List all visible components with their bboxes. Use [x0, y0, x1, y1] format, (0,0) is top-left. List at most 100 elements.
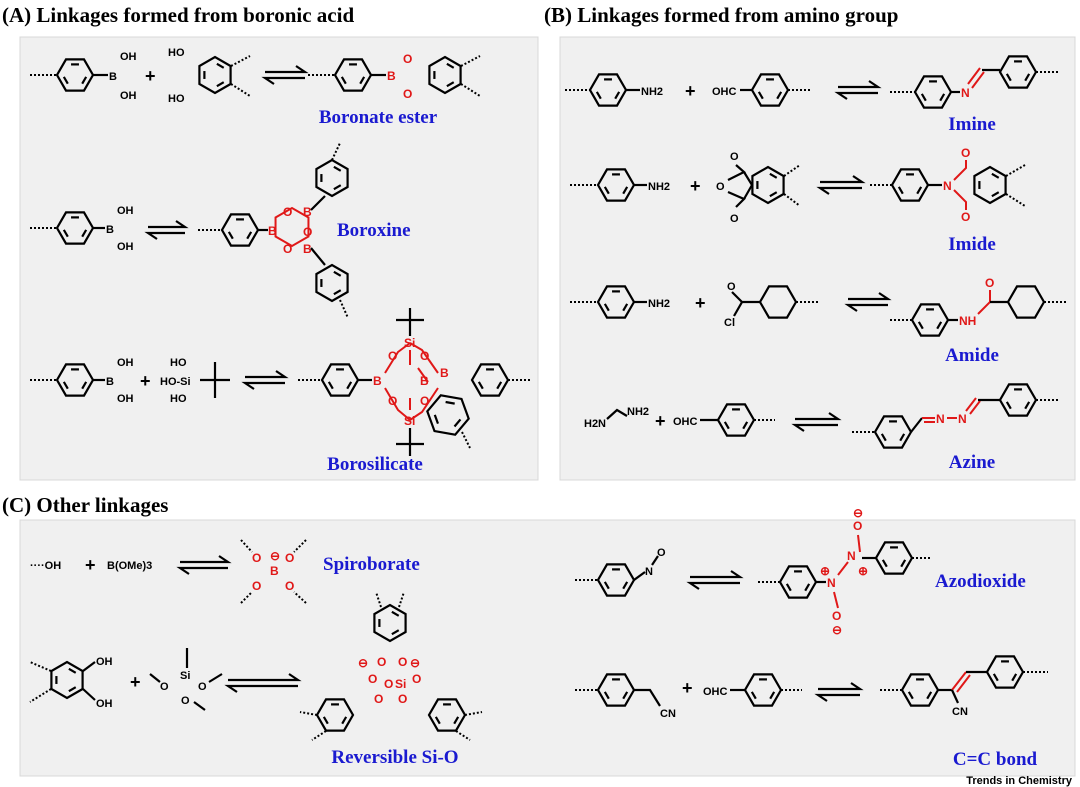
benzene-ring [333, 58, 373, 92]
reaction-reversible-si-o: OH OH + Si O O O O Si O O O O O O ⊖ ⊖ Re… [29, 591, 483, 768]
atom-label: O [384, 677, 393, 691]
benzene-ring [716, 403, 756, 437]
cyclohexane-ring [758, 285, 798, 319]
benzene-ring [778, 565, 818, 599]
charge-label: ⊖ [853, 506, 863, 520]
benzene-ring [913, 75, 953, 109]
plus-sign: + [690, 176, 701, 196]
borosilicate-cage [384, 342, 439, 421]
benzene-ring [900, 673, 940, 707]
atom-label: O [961, 146, 970, 160]
atom-label: NH2 [648, 181, 670, 193]
atom-label: OH [117, 393, 134, 405]
plus-sign: + [85, 555, 96, 575]
atom-label: B [387, 69, 396, 83]
equilibrium-arrow [791, 412, 842, 432]
linkage-label: Reversible Si-O [331, 747, 458, 768]
panel-a-background [19, 36, 539, 481]
atom-label: O [420, 394, 429, 408]
linkage-label: Azine [949, 452, 995, 473]
atom-label: HO [168, 93, 185, 105]
atom-label: N [827, 576, 836, 590]
atom-label: O [377, 655, 386, 669]
atom-label: B [106, 224, 114, 236]
atom-label: O [403, 52, 412, 66]
atom-label: O [285, 579, 294, 593]
benzene-ring [973, 165, 1007, 205]
equilibrium-arrow [686, 570, 744, 590]
atom-label: Si [180, 670, 190, 682]
atom-label: B [268, 224, 277, 238]
atom-label: Si [404, 336, 415, 350]
benzene-ring [50, 660, 84, 700]
atom-label: ····OH [30, 560, 61, 572]
atom-label: HO-Si [160, 376, 191, 388]
atom-label: O [403, 87, 412, 101]
imide-bonds [953, 160, 967, 210]
dotted-bonds [299, 591, 483, 741]
atom-label: N [961, 86, 970, 100]
benzene-ring [198, 55, 232, 95]
reaction-boronate-ester: B OH OH + HO HO B O O Boronate ester [30, 47, 481, 128]
atom-label: O [181, 695, 190, 707]
atom-label: O [283, 205, 292, 219]
atom-label: O [398, 692, 407, 706]
atom-label: O [730, 151, 739, 163]
atom-label: Si [404, 414, 415, 428]
bond [634, 688, 661, 707]
atom-label: B(OMe)3 [107, 560, 152, 572]
benzene-ring [220, 213, 260, 247]
atom-label: OHC [712, 86, 737, 98]
benzene-ring [320, 363, 360, 397]
atom-label: O [368, 672, 377, 686]
atom-label: O [420, 349, 429, 363]
atom-label: B [440, 366, 449, 380]
panel-a-title: (A) Linkages formed from boronic acid [2, 3, 354, 27]
benzene-ring [910, 303, 950, 337]
atom-label: NH2 [648, 298, 670, 310]
atom-label: O [853, 519, 862, 533]
benzene-ring [470, 363, 510, 397]
atom-label: Cl [724, 317, 735, 329]
plus-sign: + [140, 371, 151, 391]
panel-b-title: (B) Linkages formed from amino group [544, 3, 898, 27]
atom-label: O [374, 692, 383, 706]
atom-label: O [398, 655, 407, 669]
equilibrium-arrow [224, 673, 302, 693]
reaction-azodioxide: N O N ⊕ N ⊕ O ⊖ O ⊖ Azodioxide [575, 506, 1026, 637]
equilibrium-arrow [144, 220, 189, 240]
reaction-amide: NH2 + O Cl NH O Amide [570, 276, 1068, 366]
atom-label: O [961, 210, 970, 224]
equilibrium-arrow [241, 370, 289, 390]
atom-label: N [936, 412, 945, 426]
tert-butyl-group [396, 308, 424, 336]
benzene-ring [743, 673, 783, 707]
atom-label: B [303, 205, 312, 219]
atom-label: CN [660, 708, 676, 720]
benzene-ring [890, 168, 930, 202]
benzene-ring [998, 383, 1038, 417]
benzene-ring [873, 415, 913, 449]
atom-label: H2N [584, 418, 606, 430]
benzene-ring [426, 394, 470, 436]
benzene-ring [985, 655, 1025, 689]
atom-label: B [109, 71, 117, 83]
benzene-ring [596, 563, 636, 597]
plus-sign: + [685, 81, 696, 101]
atom-label: N [645, 566, 653, 578]
benzene-ring [998, 55, 1038, 89]
reaction-imine: NH2 + OHC N Imine [565, 55, 1060, 135]
azine-double-bond [965, 397, 981, 415]
linkage-label: C=C bond [953, 749, 1038, 770]
benzene-ring [596, 673, 636, 707]
linkage-label: Azodioxide [935, 571, 1026, 592]
atom-label: O [716, 181, 725, 193]
atom-label: OH [96, 698, 113, 710]
imine-double-bond [967, 67, 985, 89]
benzene-ring [874, 541, 914, 575]
panel-b-background [559, 36, 1076, 481]
reaction-boroxine: B OH OH B O B O B O Boroxine [30, 142, 411, 319]
equilibrium-arrow [261, 65, 309, 85]
reaction-spiroborate: ····OH + B(OMe)3 B ⊖ O O O O Spiroborate [30, 539, 420, 604]
